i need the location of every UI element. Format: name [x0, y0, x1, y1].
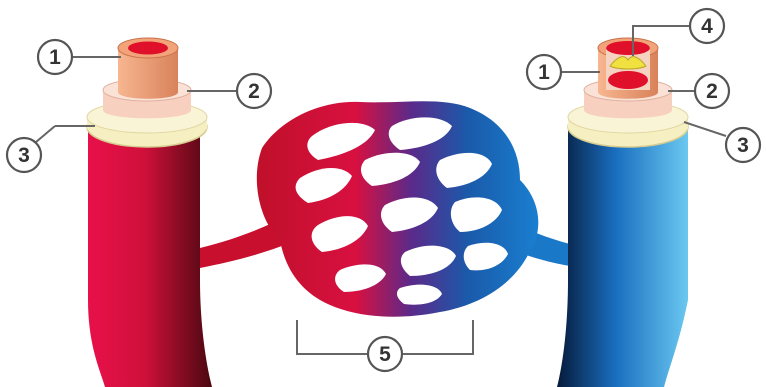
svg-text:3: 3	[18, 144, 30, 167]
vein-trunk	[557, 128, 688, 387]
svg-text:2: 2	[706, 80, 718, 103]
svg-text:4: 4	[701, 15, 713, 38]
callout-vein-inner: 1	[527, 55, 561, 89]
artery-lumen	[128, 42, 168, 55]
callout-capillary-bed: 5	[368, 337, 402, 371]
callout-vein-valve: 4	[690, 9, 724, 43]
callout-artery-outer: 3	[7, 138, 41, 172]
callout-artery-inner: 1	[38, 40, 72, 74]
svg-text:1: 1	[49, 46, 61, 69]
callout-vein-outer: 3	[726, 128, 760, 162]
svg-text:1: 1	[538, 61, 550, 84]
svg-text:3: 3	[737, 134, 749, 157]
artery-trunk	[88, 128, 212, 387]
callout-vein-middle: 2	[695, 74, 729, 108]
svg-text:5: 5	[379, 343, 391, 366]
svg-text:2: 2	[248, 80, 260, 103]
callout-artery-middle: 2	[237, 74, 271, 108]
capillary-network	[200, 101, 570, 317]
